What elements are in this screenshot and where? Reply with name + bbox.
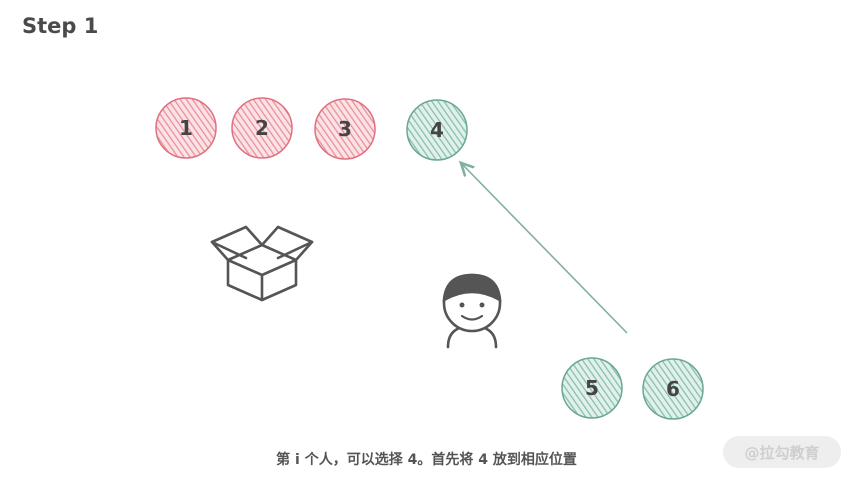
ball-label: 6 [666,377,680,401]
ball-6: 6 [642,358,704,420]
ball-label: 5 [585,376,599,400]
step-title: Step 1 [22,14,99,38]
ball-1: 1 [155,97,217,159]
ball-label: 2 [255,116,269,140]
person-icon [442,273,502,349]
ball-2: 2 [231,97,293,159]
ball-3: 3 [314,98,376,160]
watermark-logo: @拉勾教育 [723,436,841,468]
ball-5: 5 [561,357,623,419]
step-caption: 第 i 个人，可以选择 4。首先将 4 放到相应位置 [276,452,577,468]
ball-label: 1 [179,116,193,140]
ball-label: 4 [430,118,444,142]
move-arrow [462,164,628,334]
ball-4: 4 [406,99,468,161]
open-box-icon [210,225,314,302]
ball-label: 3 [338,117,352,141]
